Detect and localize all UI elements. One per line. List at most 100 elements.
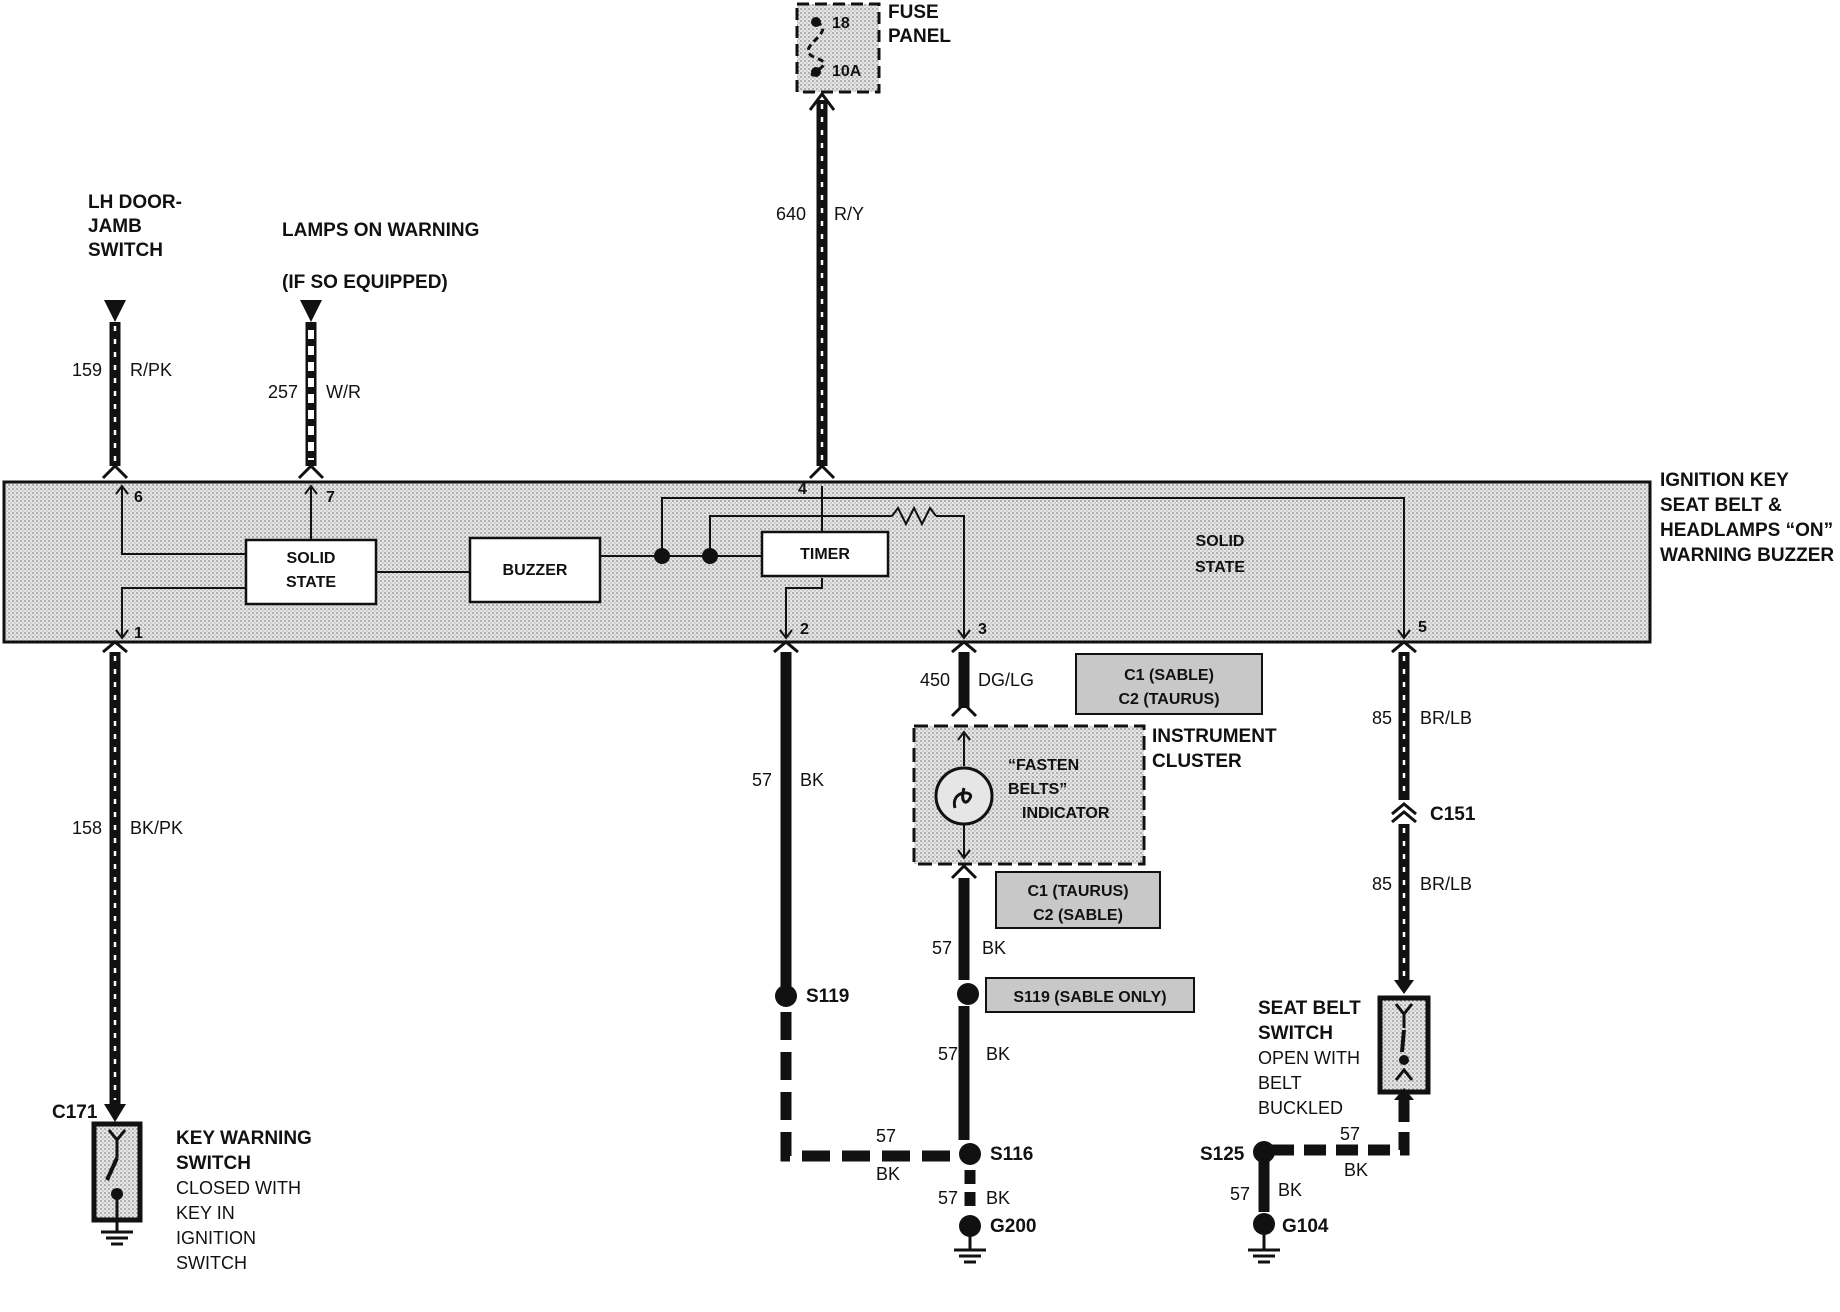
wire-color: R/PK <box>130 360 172 380</box>
wire-number: 57 <box>938 1188 958 1208</box>
wire-color: BK/PK <box>130 818 183 838</box>
splice-dot <box>775 985 797 1007</box>
module-label-2: SEAT BELT & <box>1660 495 1782 516</box>
wire-color: W/R <box>326 382 361 402</box>
pin-number: 1 <box>134 625 143 642</box>
cluster-label-2: CLUSTER <box>1152 751 1242 772</box>
wire-57-cluster <box>950 863 986 1264</box>
pin-number: 6 <box>134 489 143 506</box>
wire-640 <box>808 91 836 480</box>
wire-158 <box>102 640 128 1122</box>
lh-switch-label-2: JAMB <box>88 216 142 237</box>
wire-color: BR/LB <box>1420 708 1472 728</box>
wire-number: 640 <box>776 204 806 224</box>
seat-switch-label-3: OPEN WITH <box>1258 1048 1360 1068</box>
fuse-label: FUSE <box>888 2 939 23</box>
lh-switch-label: LH DOOR- <box>88 192 182 213</box>
internal-wiring <box>115 484 1411 640</box>
connector-label: C171 <box>52 1102 98 1123</box>
connector-c151-icon <box>1391 802 1417 816</box>
wire-number: 57 <box>876 1126 896 1146</box>
wire-number: 57 <box>1340 1124 1360 1144</box>
splice-dot <box>1253 1141 1275 1163</box>
switch-contact-icon <box>105 1157 119 1181</box>
key-switch-label-6: SWITCH <box>176 1253 247 1273</box>
wire-number: 57 <box>938 1044 958 1064</box>
pin-number: 7 <box>326 489 335 506</box>
fuse-label-2: PANEL <box>888 26 951 47</box>
timer-label: TIMER <box>800 546 850 563</box>
wire-color: BK <box>1278 1180 1302 1200</box>
pin-number: 4 <box>798 481 807 498</box>
pin-number: 5 <box>1418 619 1427 636</box>
solid-state-label: SOLID <box>287 550 336 567</box>
wire-color: BK <box>986 1044 1010 1064</box>
key-switch-label: KEY WARNING <box>176 1128 312 1149</box>
key-switch-label-4: KEY IN <box>176 1203 235 1223</box>
seat-switch-label: SEAT BELT <box>1258 998 1361 1019</box>
indicator-label: “FASTEN <box>1008 757 1079 774</box>
wire-color: BK <box>986 1188 1010 1208</box>
wire-number: 57 <box>932 938 952 958</box>
module-label: IGNITION KEY <box>1660 470 1789 491</box>
wire-number: 57 <box>752 770 772 790</box>
arrow-down-icon <box>300 300 322 322</box>
connector-label: C1 (TAURUS) <box>1027 883 1128 900</box>
wire-257 <box>297 322 325 480</box>
ground-label: G104 <box>1282 1216 1329 1237</box>
switch-contact-icon <box>1400 1029 1406 1053</box>
wire-number: 57 <box>1230 1184 1250 1204</box>
wire-number: 159 <box>72 360 102 380</box>
lh-switch-label-3: SWITCH <box>88 240 163 261</box>
wire-number: 158 <box>72 818 102 838</box>
connector-label: C1 (SABLE) <box>1124 667 1214 684</box>
seat-belt-switch <box>1377 995 1431 1100</box>
right-solid-state-label: SOLID <box>1196 533 1245 550</box>
seat-switch-label-4: BELT <box>1258 1073 1302 1093</box>
arrow-down-icon <box>104 300 126 322</box>
splice-label: S119 (SABLE ONLY) <box>1013 989 1166 1006</box>
cluster-label: INSTRUMENT <box>1152 726 1277 747</box>
fuse-panel: 18 10A <box>795 2 881 94</box>
wire-color: BK <box>1344 1160 1368 1180</box>
splice-label: S125 <box>1200 1144 1245 1165</box>
wire-85 <box>1391 640 1417 994</box>
module-label-4: WARNING BUZZER <box>1660 545 1834 566</box>
wire-number: 85 <box>1372 874 1392 894</box>
key-switch-label-3: CLOSED WITH <box>176 1178 301 1198</box>
seat-switch-label-5: BUCKLED <box>1258 1098 1343 1118</box>
fuse-rating: 10A <box>832 63 862 80</box>
solid-state-label-2: STATE <box>286 574 336 591</box>
wire-color: BK <box>876 1164 900 1184</box>
splice-label: S119 <box>806 986 849 1007</box>
wire-color: BK <box>982 938 1006 958</box>
lamps-warning-label: LAMPS ON WARNING <box>282 220 479 241</box>
splice-label: S116 <box>990 1144 1033 1165</box>
wire-color: BR/LB <box>1420 874 1472 894</box>
pin-number: 2 <box>800 621 809 638</box>
splice-s119-sable: S119 (SABLE ONLY) <box>985 977 1195 1013</box>
wire-159 <box>101 322 129 480</box>
key-warning-switch <box>91 1121 143 1246</box>
wire-number: 257 <box>268 382 298 402</box>
key-switch-label-2: SWITCH <box>176 1153 251 1174</box>
wire-color: BK <box>800 770 824 790</box>
module-label-3: HEADLAMPS “ON” <box>1660 520 1833 541</box>
buzzer-box <box>468 536 602 604</box>
wire-color: R/Y <box>834 204 864 224</box>
key-switch-label-5: IGNITION <box>176 1228 256 1248</box>
instrument-cluster: “FASTEN BELTS” INDICATOR <box>912 724 1146 866</box>
lamps-warning-label-2: (IF SO EQUIPPED) <box>282 272 448 293</box>
splice-dot <box>957 983 979 1005</box>
wire-color: DG/LG <box>978 670 1034 690</box>
indicator-label-2: BELTS” <box>1008 781 1067 798</box>
connector-label: C151 <box>1430 804 1476 825</box>
connector-c1-c2-top: C1 (SABLE) C2 (TAURUS) <box>1075 653 1263 715</box>
indicator-label-3: INDICATOR <box>1022 805 1110 822</box>
seat-switch-label-2: SWITCH <box>1258 1023 1333 1044</box>
wire-450 <box>950 640 978 718</box>
connector-label-2: C2 (TAURUS) <box>1118 691 1219 708</box>
wire-57-seatbelt <box>1248 1100 1410 1264</box>
fuse-number: 18 <box>832 15 850 32</box>
